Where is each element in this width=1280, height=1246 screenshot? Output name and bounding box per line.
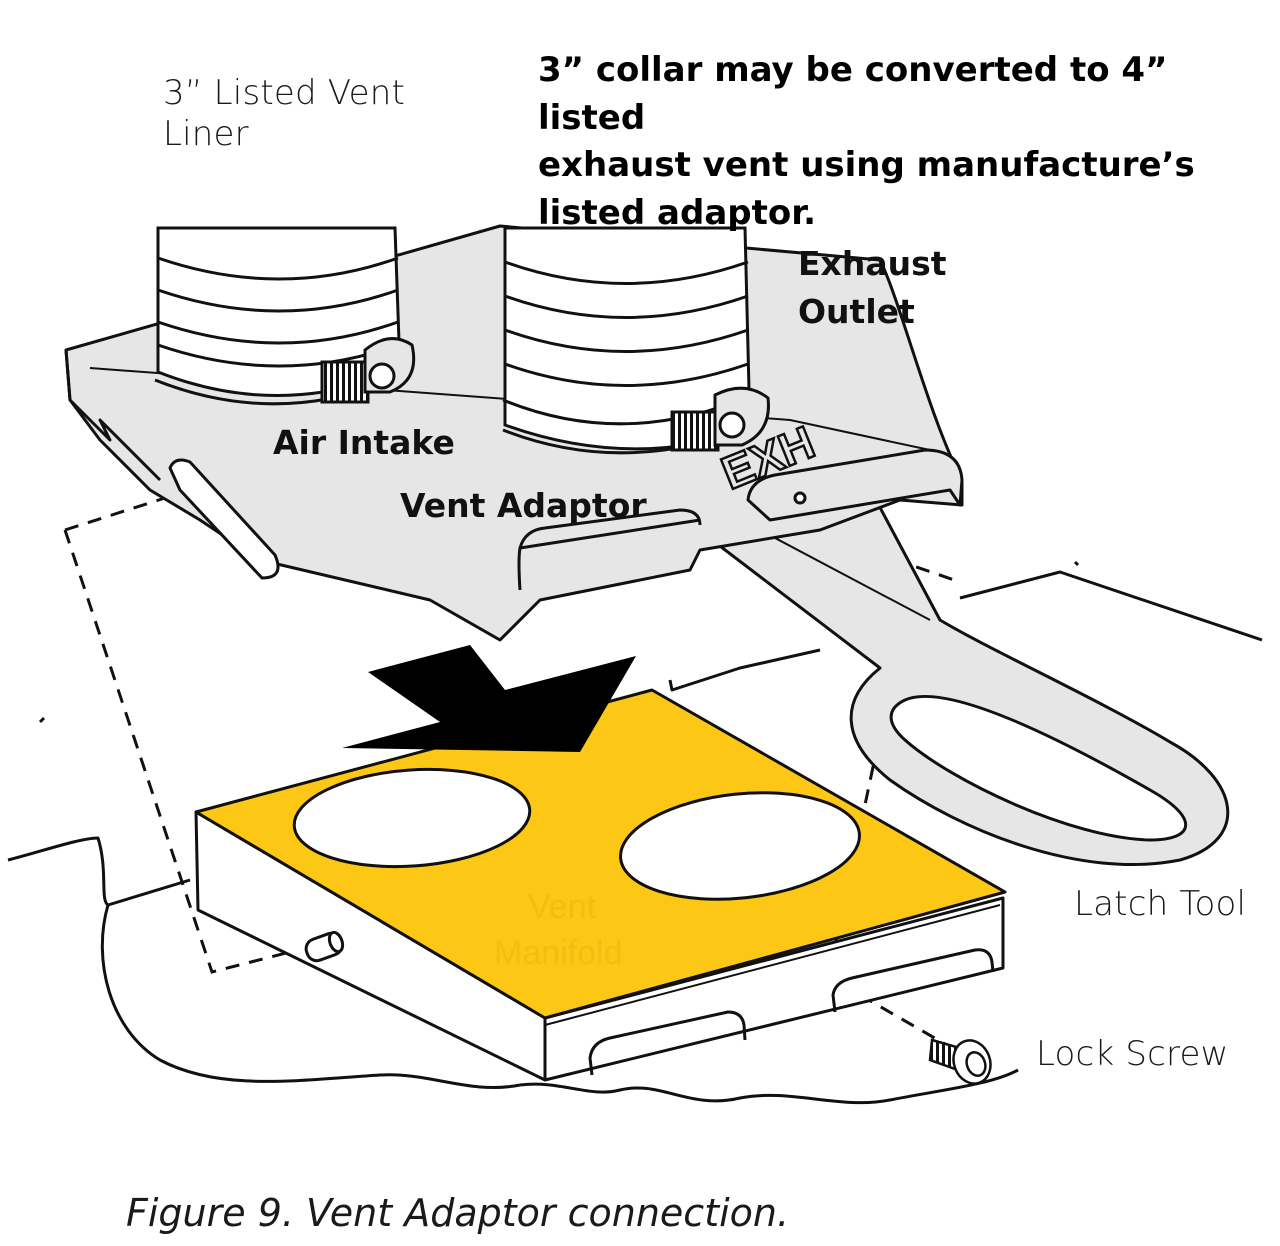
insert-arrow-icon [342,645,636,752]
manifold-intake-hole [292,767,532,869]
lock-screw-icon [928,1038,992,1085]
vent-manifold [194,688,1007,1082]
manifold-label-line2: Manifold [494,934,623,972]
manifold-pin-icon [304,930,345,963]
latch-tool [710,468,1230,866]
figure-caption: Figure 9. Vent Adaptor connection. [126,1191,790,1235]
air-intake-label: Air Intake [273,423,455,462]
liner-label-line2: Liner [163,114,249,155]
vent-adaptor-label: Vent Adaptor [400,486,647,525]
manifold-label-line1: Vent [528,888,597,926]
exhaust-label-line2: Outlet [798,291,915,331]
lock-screw-label: Lock Screw [1036,1034,1229,1074]
manifold-exhaust-hole [619,791,861,901]
exhaust-outlet-label: Exhaust Outlet [798,240,947,336]
liner-label: 3” Listed Vent Liner [163,73,405,156]
note-line2: exhaust vent using manufacture’s [538,145,1195,186]
note-line3: listed adaptor. [538,192,817,233]
exhaust-liner [502,226,759,455]
conversion-note: 3” collar may be converted to 4” listed … [538,47,1280,237]
exhaust-clamp-icon [670,386,770,452]
latch-tool-label: Latch Tool [1074,884,1247,924]
appliance-outline [7,560,1263,1105]
liner-label-line1: 3” Listed Vent [163,73,406,113]
note-line1: 3” collar may be converted to 4” listed [538,50,1168,138]
exhaust-label-line1: Exhaust [798,244,947,283]
intake-clamp-icon [320,337,416,404]
